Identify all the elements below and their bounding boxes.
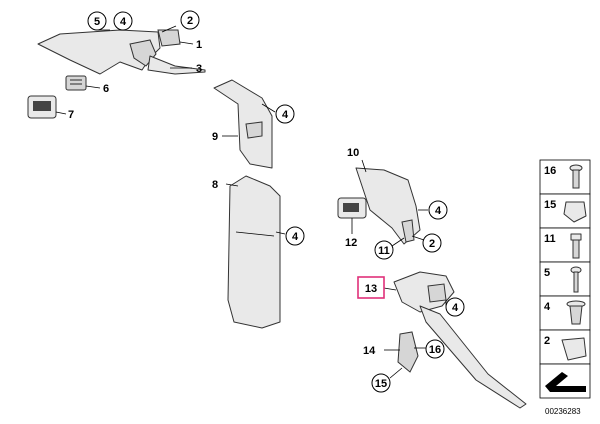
callout-10: 10 bbox=[347, 147, 359, 159]
callout-4-lower: 4 bbox=[445, 297, 465, 317]
callout-4-right: 4 bbox=[428, 200, 448, 220]
spring-clip-icon bbox=[561, 337, 587, 361]
push-clip-icon bbox=[566, 300, 586, 325]
legend-label-16: 16 bbox=[544, 165, 556, 177]
callout-8: 8 bbox=[212, 179, 218, 191]
pillar-upper-part-9 bbox=[213, 79, 273, 169]
callout-11: 11 bbox=[374, 240, 394, 260]
callout-1: 1 bbox=[196, 39, 202, 51]
pillar-lower-part-8 bbox=[227, 175, 281, 329]
clip-part-6 bbox=[65, 75, 87, 91]
seatbelt-guide-part-13 bbox=[393, 271, 527, 409]
callout-2-right: 2 bbox=[422, 233, 442, 253]
callout-12: 12 bbox=[345, 237, 357, 249]
callout-4: 4 bbox=[113, 11, 133, 31]
clip-nut-icon bbox=[563, 201, 587, 223]
callout-15: 15 bbox=[371, 373, 391, 393]
callout-5: 5 bbox=[87, 11, 107, 31]
svg-text:11: 11 bbox=[378, 245, 390, 257]
fastener-legend: 16 15 11 5 4 2 bbox=[539, 159, 591, 399]
svg-text:13: 13 bbox=[365, 283, 377, 295]
screw-small-icon bbox=[570, 266, 582, 293]
reference-number: 00236283 bbox=[545, 407, 581, 416]
lamp-part-12 bbox=[337, 197, 367, 219]
svg-text:15: 15 bbox=[375, 378, 387, 390]
screw-icon bbox=[569, 164, 583, 189]
upper-trim-panel bbox=[37, 29, 206, 75]
legend-label-11: 11 bbox=[544, 233, 556, 245]
callout-4-upper: 4 bbox=[275, 104, 295, 124]
svg-text:2: 2 bbox=[187, 15, 193, 27]
material-strip-icon bbox=[545, 372, 586, 392]
legend-label-4: 4 bbox=[544, 301, 551, 313]
callout-2: 2 bbox=[180, 10, 200, 30]
svg-text:16: 16 bbox=[429, 344, 441, 356]
svg-text:5: 5 bbox=[94, 16, 100, 28]
legend-label-2: 2 bbox=[544, 335, 550, 347]
callout-4-mid: 4 bbox=[285, 226, 305, 246]
bolt-icon bbox=[570, 233, 582, 259]
callout-6: 6 bbox=[103, 83, 109, 95]
legend-label-15: 15 bbox=[544, 199, 556, 211]
pillar-trim-part-10 bbox=[355, 167, 421, 245]
callout-7: 7 bbox=[68, 109, 74, 121]
svg-text:4: 4 bbox=[282, 109, 289, 121]
bracket-part-14 bbox=[397, 331, 419, 373]
lamp-part-7 bbox=[27, 95, 57, 119]
svg-text:4: 4 bbox=[452, 302, 459, 314]
callout-3: 3 bbox=[196, 63, 202, 75]
legend-label-5: 5 bbox=[544, 267, 550, 279]
svg-text:4: 4 bbox=[120, 16, 127, 28]
svg-text:4: 4 bbox=[435, 205, 442, 217]
callout-16: 16 bbox=[425, 339, 445, 359]
callout-13-highlighted: 13 bbox=[357, 276, 385, 299]
svg-text:2: 2 bbox=[429, 238, 435, 250]
callout-9: 9 bbox=[212, 131, 218, 143]
callout-14: 14 bbox=[363, 345, 376, 357]
svg-text:4: 4 bbox=[292, 231, 299, 243]
